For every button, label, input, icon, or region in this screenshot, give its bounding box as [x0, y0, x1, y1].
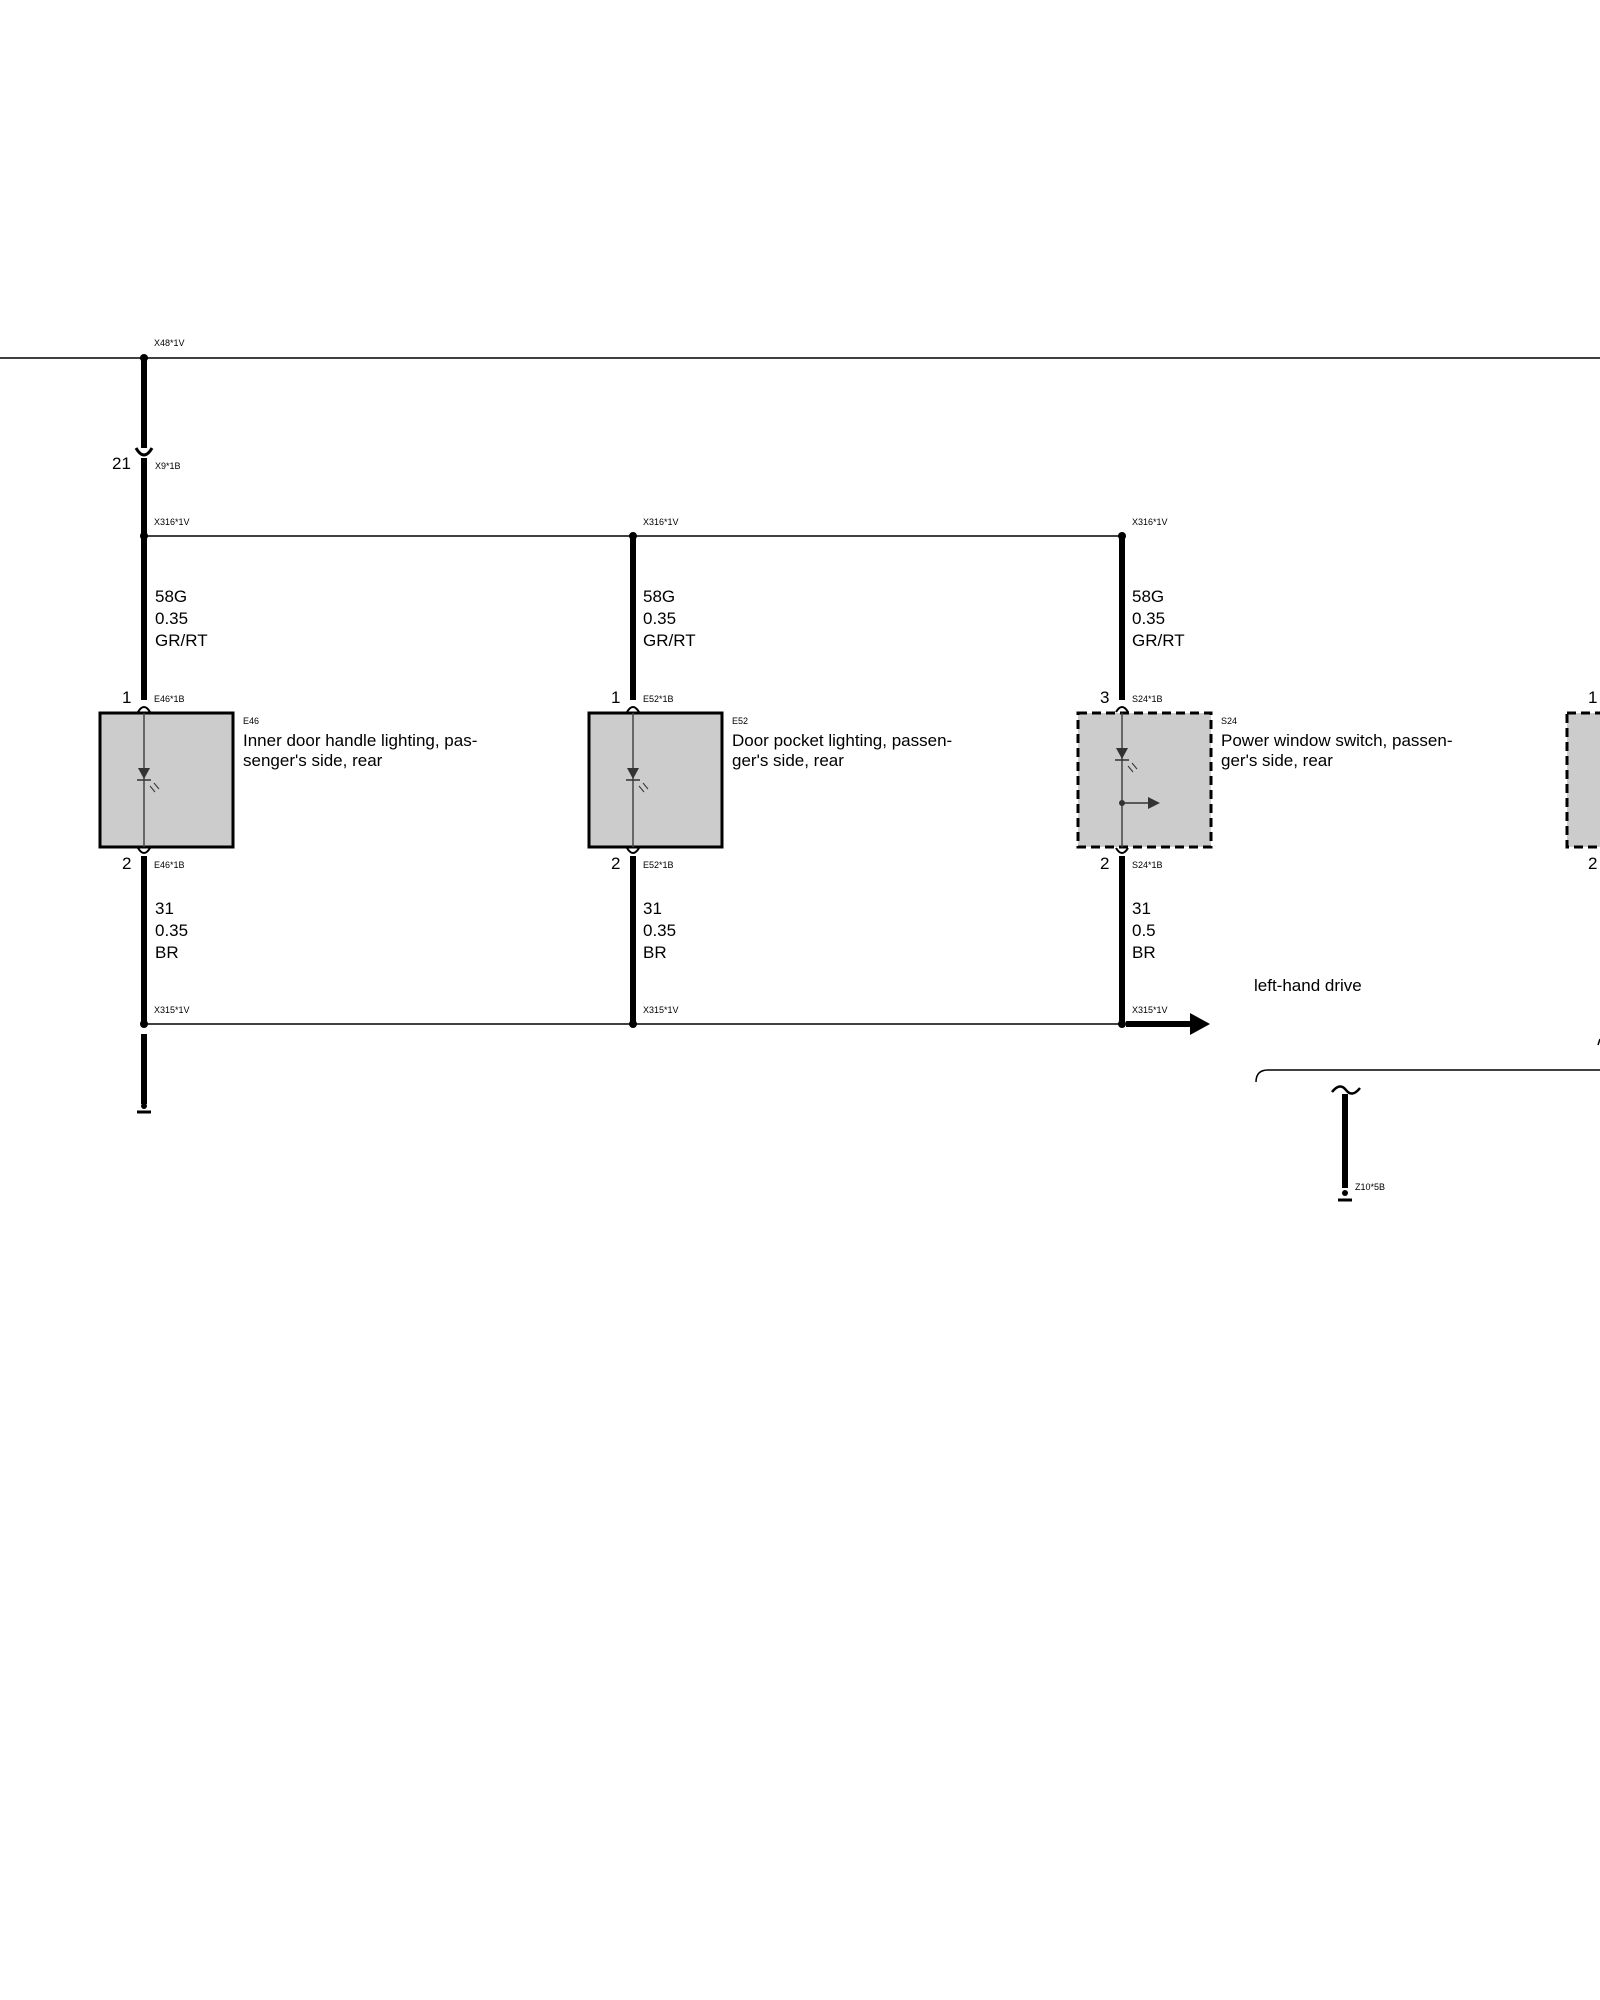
wire-58g-code: 58G [155, 587, 187, 606]
pin-21-label: 21 [112, 454, 131, 473]
wire-58g-size: 0.35 [643, 609, 676, 628]
pin-bottom-label: 2 [1100, 854, 1109, 873]
x315-node-1 [140, 1020, 148, 1028]
x316-label-1: X316*1V [154, 517, 190, 527]
z10-node [1342, 1190, 1348, 1196]
wire-31-code: 31 [155, 899, 174, 918]
wire-31-code: 31 [643, 899, 662, 918]
component-s24: 58G 0.35 GR/RT 3 S24*1B S24 Power window… [1076, 538, 1452, 1022]
connector-bottom-symbol [626, 847, 640, 854]
option-bracket [1255, 1069, 1600, 1083]
connector-top-label: E52*1B [643, 694, 674, 704]
wire-31-size: 0.5 [1132, 921, 1156, 940]
wire-58g-size: 0.35 [1132, 609, 1165, 628]
connector-top-symbol [626, 706, 640, 713]
led-icon [1116, 748, 1128, 759]
led-emission-icon [1127, 762, 1138, 773]
wire-58g-code: 58G [1132, 587, 1164, 606]
wire-31-color: BR [155, 943, 179, 962]
x315-node-3 [1118, 1020, 1126, 1028]
led-icon [627, 768, 639, 779]
component-partial: 1 2 [1565, 688, 1600, 873]
ground-node [141, 1103, 147, 1109]
connector-bottom-symbol [1115, 847, 1129, 854]
connector-bottom-symbol [137, 847, 151, 854]
wire-58g-size: 0.35 [155, 609, 188, 628]
connector-top-symbol [137, 706, 151, 713]
component-desc-line-1: Power window switch, passen- [1221, 731, 1452, 750]
pin-top-label: 1 [1588, 688, 1597, 707]
connector-top-label: S24*1B [1132, 694, 1163, 704]
component-id-label: E46 [243, 716, 259, 726]
pin-top-label: 3 [1100, 688, 1109, 707]
component-e52: 58G 0.35 GR/RT 1 E52*1B E52 Door pocket … [587, 538, 952, 1022]
connector-bottom-label: S24*1B [1132, 860, 1163, 870]
component-box [1076, 711, 1213, 849]
connector-x9-symbol [134, 447, 154, 457]
left-hand-drive-note: left-hand drive [1254, 976, 1362, 995]
wire-58g-color: GR/RT [155, 631, 208, 650]
component-box [98, 711, 235, 849]
connector-bottom-label: E52*1B [643, 860, 674, 870]
component-box-partial [1565, 711, 1600, 849]
connector-top-symbol [1115, 706, 1129, 713]
component-e46: 58G 0.35 GR/RT 1 E46*1B E46 Inner door h… [98, 538, 477, 1022]
wire-31-size: 0.35 [155, 921, 188, 940]
component-desc-line-2: ger's side, rear [1221, 751, 1333, 770]
break-symbol-icon [1331, 1085, 1361, 1095]
connector-x48-label: X48*1V [154, 338, 185, 348]
switch-arrow-icon [1148, 797, 1160, 809]
continuation-arrow-icon [1190, 1013, 1210, 1035]
led-icon [138, 768, 150, 779]
pin-top-label: 1 [122, 688, 131, 707]
x316-label-2: X316*1V [643, 517, 679, 527]
component-id-label: S24 [1221, 716, 1237, 726]
x315-label-1: X315*1V [154, 1005, 190, 1015]
connector-top-label: E46*1B [154, 694, 185, 704]
component-id-label: E52 [732, 716, 748, 726]
connector-bottom-label: E46*1B [154, 860, 185, 870]
x315-label-2: X315*1V [643, 1005, 679, 1015]
led-emission-icon [638, 782, 649, 793]
component-box [587, 711, 724, 849]
pin-bottom-label: 2 [611, 854, 620, 873]
pin-top-label: 1 [611, 688, 620, 707]
wire-58g-color: GR/RT [643, 631, 696, 650]
x315-label-3: X315*1V [1132, 1005, 1168, 1015]
wire-58g-code: 58G [643, 587, 675, 606]
component-desc-line-2: ger's side, rear [732, 751, 844, 770]
connector-z10-label: Z10*5B [1355, 1182, 1385, 1192]
x316-label-3: X316*1V [1132, 517, 1168, 527]
component-desc-line-1: Door pocket lighting, passen- [732, 731, 952, 750]
led-emission-icon [149, 782, 160, 793]
wire-31-color: BR [643, 943, 667, 962]
component-desc-line-2: senger's side, rear [243, 751, 383, 770]
wire-31-size: 0.35 [643, 921, 676, 940]
wire-58g-color: GR/RT [1132, 631, 1185, 650]
component-desc-line-1: Inner door handle lighting, pas- [243, 731, 477, 750]
pin-bottom-label: 2 [1588, 854, 1597, 873]
connector-x9-label: X9*1B [155, 461, 181, 471]
wire-31-color: BR [1132, 943, 1156, 962]
x315-node-2 [629, 1020, 637, 1028]
pin-bottom-label: 2 [122, 854, 131, 873]
wire-31-code: 31 [1132, 899, 1151, 918]
